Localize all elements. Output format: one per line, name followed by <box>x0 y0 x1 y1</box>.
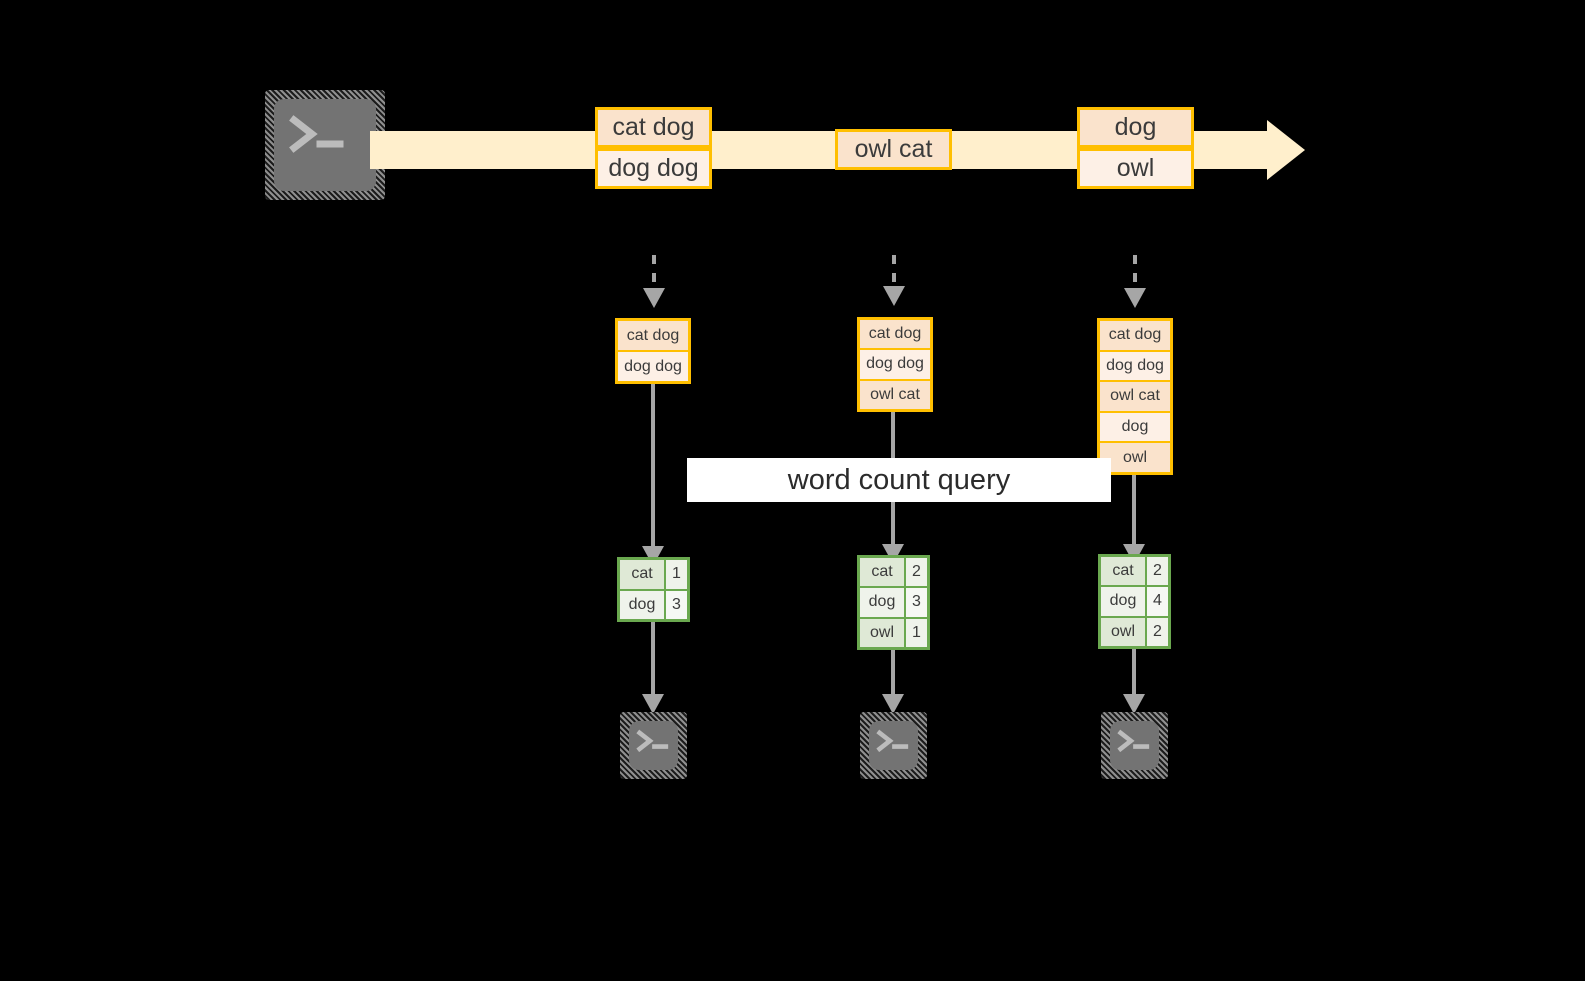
sink-arrowhead-2-icon <box>882 694 904 714</box>
stream-arrowhead-icon <box>1267 120 1305 180</box>
stream-batch-1-row-1: dog dog <box>595 148 712 189</box>
sink-arrowhead-3-icon <box>1123 694 1145 714</box>
stream-to-input-arrowhead-3-icon <box>1124 288 1146 308</box>
prompt-glyph-icon <box>289 114 344 153</box>
sink-arrowhead-1-icon <box>642 694 664 714</box>
input-stack-column-3: cat dog dog dog owl cat dog owl <box>1097 318 1173 475</box>
result-count: 2 <box>1147 617 1168 646</box>
stream-to-input-connector-1 <box>652 255 656 290</box>
sink-terminal-icon-column-1 <box>620 712 687 779</box>
query-label-text: word count query <box>787 463 1011 496</box>
stream-to-input-arrowhead-2-icon <box>883 286 905 306</box>
terminal-screen <box>1110 721 1159 770</box>
input-row: cat dog <box>1100 321 1170 350</box>
table-row: owl 1 <box>860 618 927 647</box>
result-table-column-3: cat 2 dog 4 owl 2 <box>1098 554 1171 649</box>
input-stack-column-1: cat dog dog dog <box>615 318 691 384</box>
query-connector-3 <box>1132 475 1136 548</box>
input-row: dog dog <box>1100 351 1170 381</box>
table-row: dog 3 <box>620 590 687 619</box>
input-row: dog dog <box>618 352 688 381</box>
sink-connector-2 <box>891 650 895 696</box>
result-count: 3 <box>906 588 927 617</box>
result-word: owl <box>1101 617 1145 646</box>
input-row: owl cat <box>860 380 930 409</box>
sink-terminal-icon-column-2 <box>860 712 927 779</box>
stream-batch-1-row-0: cat dog <box>595 107 712 148</box>
sink-connector-1 <box>651 622 655 696</box>
sink-terminal-icon-column-3 <box>1101 712 1168 779</box>
result-word: dog <box>1101 587 1145 616</box>
prompt-glyph-icon <box>876 729 909 752</box>
input-row: owl cat <box>1100 382 1170 411</box>
result-count: 1 <box>906 618 927 647</box>
stream-to-input-connector-2 <box>892 255 896 288</box>
result-word: cat <box>620 560 664 589</box>
result-count: 1 <box>666 560 687 589</box>
terminal-screen <box>869 721 918 770</box>
stream-to-input-arrowhead-1-icon <box>643 288 665 308</box>
result-table-column-2: cat 2 dog 3 owl 1 <box>857 555 930 650</box>
stream-batch-3-row-0: dog <box>1077 107 1194 148</box>
query-connector-1 <box>651 384 655 548</box>
stream-to-input-connector-3 <box>1133 255 1137 290</box>
result-count: 2 <box>906 558 927 587</box>
result-word: owl <box>860 618 904 647</box>
input-row: owl <box>1100 443 1170 472</box>
prompt-glyph-icon <box>636 729 669 752</box>
table-row: dog 3 <box>860 588 927 617</box>
result-word: cat <box>1101 557 1145 586</box>
terminal-screen <box>274 99 376 191</box>
result-word: dog <box>620 590 664 619</box>
stream-batch-3-row-1: owl <box>1077 148 1194 189</box>
table-row: cat 2 <box>1101 557 1168 586</box>
result-count: 4 <box>1147 587 1168 616</box>
stream-source-terminal-icon <box>265 90 385 200</box>
result-table-column-1: cat 1 dog 3 <box>617 557 690 622</box>
terminal-screen <box>629 721 678 770</box>
table-row: cat 1 <box>620 560 687 589</box>
prompt-glyph-icon <box>1117 729 1150 752</box>
input-stack-column-2: cat dog dog dog owl cat <box>857 317 933 412</box>
input-row: cat dog <box>618 321 688 350</box>
input-row: dog dog <box>860 350 930 379</box>
result-count: 3 <box>666 590 687 619</box>
stream-batch-2-row-0: owl cat <box>835 129 952 170</box>
input-row: cat dog <box>860 320 930 349</box>
table-row: owl 2 <box>1101 617 1168 646</box>
input-row: dog <box>1100 412 1170 442</box>
query-label-bar: word count query <box>687 458 1111 502</box>
result-word: dog <box>860 588 904 617</box>
result-word: cat <box>860 558 904 587</box>
table-row: cat 2 <box>860 558 927 587</box>
sink-connector-3 <box>1132 649 1136 696</box>
table-row: dog 4 <box>1101 587 1168 616</box>
result-count: 2 <box>1147 557 1168 586</box>
